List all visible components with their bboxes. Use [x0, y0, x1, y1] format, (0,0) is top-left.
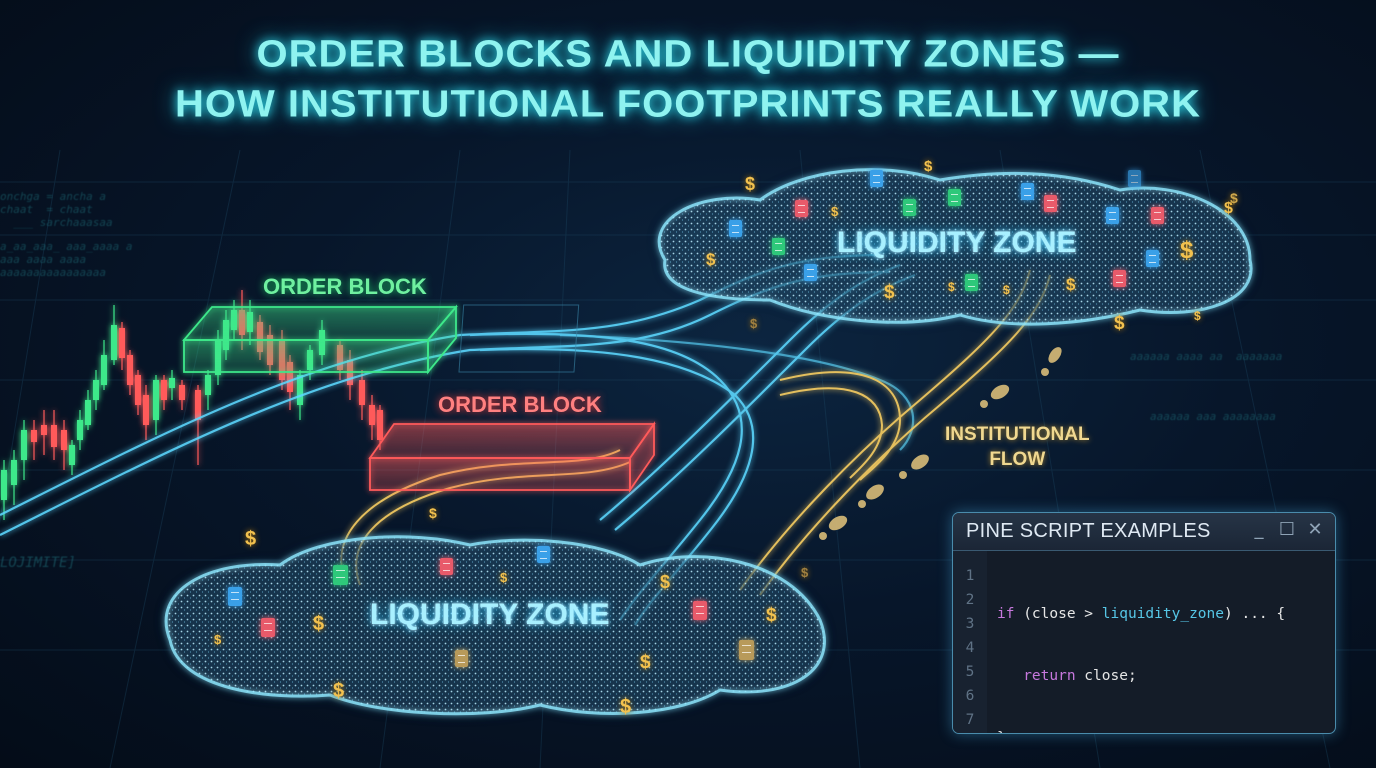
document-icon: [1146, 250, 1159, 267]
dollar-icon: $: [1066, 275, 1076, 294]
document-icon: [795, 200, 808, 217]
dollar-icon: $: [831, 204, 839, 219]
footprint-icons: [819, 347, 1062, 540]
dollar-icon: $: [1180, 237, 1194, 264]
dollar-icon: $: [429, 505, 437, 521]
document-icon: [1113, 270, 1126, 287]
liquidity-zone-top-label: LIQUIDITY ZONE: [837, 226, 1077, 259]
line-number: 1: [965, 568, 975, 584]
document-icon: [537, 546, 550, 563]
dollar-icon: $: [500, 570, 508, 585]
bullish-order-block: [182, 304, 458, 375]
line-number-gutter: 1 2 3 4 5 6 7: [953, 551, 987, 733]
dollar-icon: $: [1230, 190, 1238, 206]
close-button[interactable]: ✕: [1307, 519, 1323, 540]
background-code-text: aaaaaa aaa aaaaaaaa: [1150, 410, 1276, 423]
document-icon: [729, 220, 742, 237]
code-line: return close;: [997, 668, 1137, 684]
line-number: 3: [965, 616, 975, 632]
background-code-text: aaaaaa aaaa aa aaaaaaa: [1130, 350, 1283, 363]
dollar-icon: $: [214, 632, 222, 647]
headline-line-1: ORDER BLOCKS AND LIQUIDITY ZONES —: [256, 33, 1120, 75]
dollar-icon: $: [924, 158, 933, 175]
liquidity-zone-cloud-bottom: [164, 535, 826, 716]
institutional-flow-label: INSTITUTIONAL FLOW: [945, 422, 1090, 472]
document-icon: [440, 558, 453, 575]
line-number: 5: [965, 664, 975, 680]
line-number: 6: [965, 688, 975, 704]
bearish-order-block-label: ORDER BLOCK: [438, 392, 602, 417]
dollar-icon: $: [948, 280, 955, 294]
dollar-icon: $: [313, 613, 325, 635]
headline-line-2: HOW INSTITUTIONAL FOOTPRINTS REALLY WORK: [175, 83, 1201, 125]
minimize-button[interactable]: _: [1254, 519, 1264, 540]
document-icon: [333, 565, 348, 585]
document-icon: [1021, 183, 1034, 200]
window-title: PINE SCRIPT EXAMPLES: [966, 520, 1211, 542]
document-icon: [870, 170, 883, 187]
document-icon: [1151, 207, 1164, 224]
dollar-icon: $: [1114, 313, 1125, 334]
bearish-order-block: [368, 421, 656, 493]
document-icon: [693, 601, 707, 620]
institutional-flow-label-line-1: INSTITUTIONAL: [945, 424, 1090, 445]
background-code-text: LOJIMITE]: [0, 555, 76, 571]
line-number: 2: [965, 592, 975, 608]
dollar-icon: $: [1194, 309, 1201, 323]
document-icon: [903, 199, 916, 216]
document-icon: [948, 189, 961, 206]
document-icon: [1106, 207, 1119, 224]
dollar-icon: $: [766, 605, 777, 626]
window-title-bar[interactable]: PINE SCRIPT EXAMPLES _ ☐ ✕: [953, 513, 1335, 551]
dollar-icon: $: [801, 565, 809, 580]
document-icon: [804, 264, 817, 281]
document-icon: [1128, 170, 1141, 187]
dollar-icon: $: [620, 696, 632, 718]
dollar-icon: $: [333, 680, 345, 702]
bullish-order-block-label: ORDER BLOCK: [263, 274, 427, 299]
dollar-icon: $: [750, 316, 758, 331]
dollar-icon: $: [245, 528, 257, 550]
dollar-icon: $: [745, 174, 756, 194]
code-line: if (close > liquidity_zone) ... {: [997, 606, 1286, 622]
document-icon: [1044, 195, 1057, 212]
background-code-text: a_aa_aaa_ aaa_aaaa a aaa aaaa aaaa aaaaa…: [0, 240, 133, 279]
code-line: }: [997, 726, 1285, 733]
code-editor[interactable]: if (close > liquidity_zone) ... { return…: [987, 551, 1286, 733]
dollar-icon: $: [640, 652, 651, 673]
pine-script-window: PINE SCRIPT EXAMPLES _ ☐ ✕ 1 2 3 4 5 6 7…: [952, 512, 1336, 734]
document-icon: [965, 274, 978, 291]
document-icon: [228, 587, 242, 606]
liquidity-zone-bottom-label: LIQUIDITY ZONE: [370, 598, 610, 631]
dollar-icon: $: [1003, 283, 1010, 297]
dollar-icon: $: [1224, 200, 1233, 217]
dollar-icon: $: [706, 250, 716, 269]
document-icon: [739, 640, 754, 660]
maximize-button[interactable]: ☐: [1278, 519, 1296, 540]
dollar-icon: $: [660, 572, 671, 592]
institutional-flow-label-line-2: FLOW: [989, 449, 1046, 470]
line-number: 7: [965, 712, 975, 728]
document-icon: [455, 650, 468, 667]
dollar-icon: $: [884, 282, 895, 303]
document-icon: [772, 238, 785, 255]
line-number: 4: [965, 640, 975, 656]
background-code-text: onchga = ancha a chaat = chaat ___ sarch…: [0, 190, 113, 229]
document-icon: [261, 618, 275, 637]
